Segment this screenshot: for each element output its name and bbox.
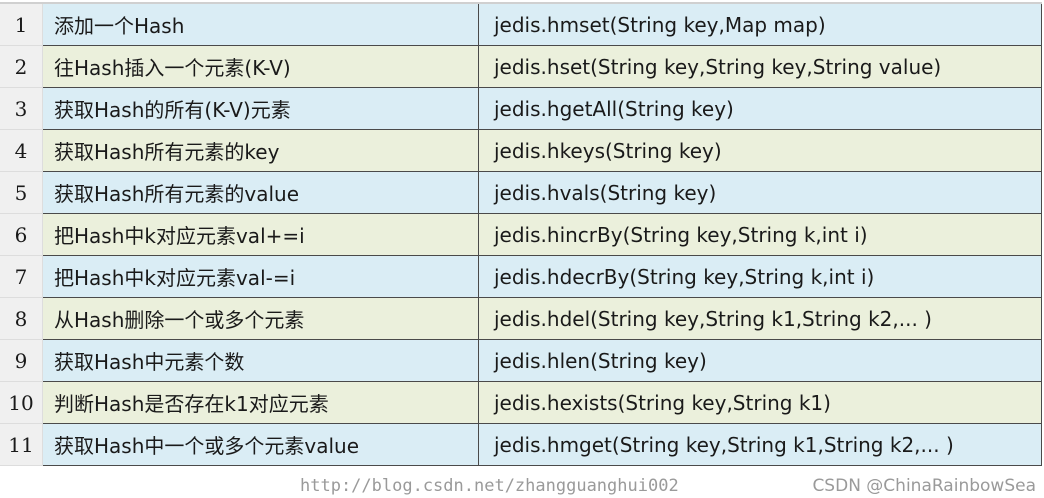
method-cell: jedis.hkeys(String key) [478,129,1042,172]
row-number: 2 [0,45,43,88]
row-number: 3 [0,87,43,130]
row-number: 8 [0,297,43,340]
description-cell: 把Hash中k对应元素val-=i [42,255,479,298]
description-cell: 获取Hash中元素个数 [42,339,479,382]
row-number: 7 [0,255,43,298]
row-number: 5 [0,171,43,214]
method-cell: jedis.hset(String key,String key,String … [478,45,1042,88]
method-cell: jedis.hincrBy(String key,String k,int i) [478,213,1042,256]
description-cell: 获取Hash所有元素的key [42,129,479,172]
method-cell: jedis.hgetAll(String key) [478,87,1042,130]
row-number: 9 [0,339,43,382]
method-cell: jedis.hdecrBy(String key,String k,int i) [478,255,1042,298]
row-number: 4 [0,129,43,172]
method-cell: jedis.hdel(String key,String k1,String k… [478,297,1042,340]
row-number: 6 [0,213,43,256]
method-cell: jedis.hlen(String key) [478,339,1042,382]
method-cell: jedis.hvals(String key) [478,171,1042,214]
description-cell: 判断Hash是否存在k1对应元素 [42,381,479,424]
description-cell: 把Hash中k对应元素val+=i [42,213,479,256]
description-cell: 从Hash删除一个或多个元素 [42,297,479,340]
row-number: 11 [0,423,43,466]
row-number: 1 [0,2,43,46]
method-cell: jedis.hmset(String key,Map map) [478,2,1042,46]
description-cell: 获取Hash中一个或多个元素value [42,423,479,466]
watermark-bar: http://blog.csdn.net/zhangguanghui002 CS… [0,474,1044,498]
description-cell: 往Hash插入一个元素(K-V) [42,45,479,88]
watermark-blog-url: http://blog.csdn.net/zhangguanghui002 [300,476,679,496]
watermark-csdn: CSDN @ChinaRainbowSea [812,476,1036,496]
row-number: 10 [0,381,43,424]
method-cell: jedis.hmget(String key,String k1,String … [478,423,1042,466]
description-cell: 获取Hash的所有(K-V)元素 [42,87,479,130]
description-cell: 获取Hash所有元素的value [42,171,479,214]
description-cell: 添加一个Hash [42,2,479,46]
method-cell: jedis.hexists(String key,String k1) [478,381,1042,424]
